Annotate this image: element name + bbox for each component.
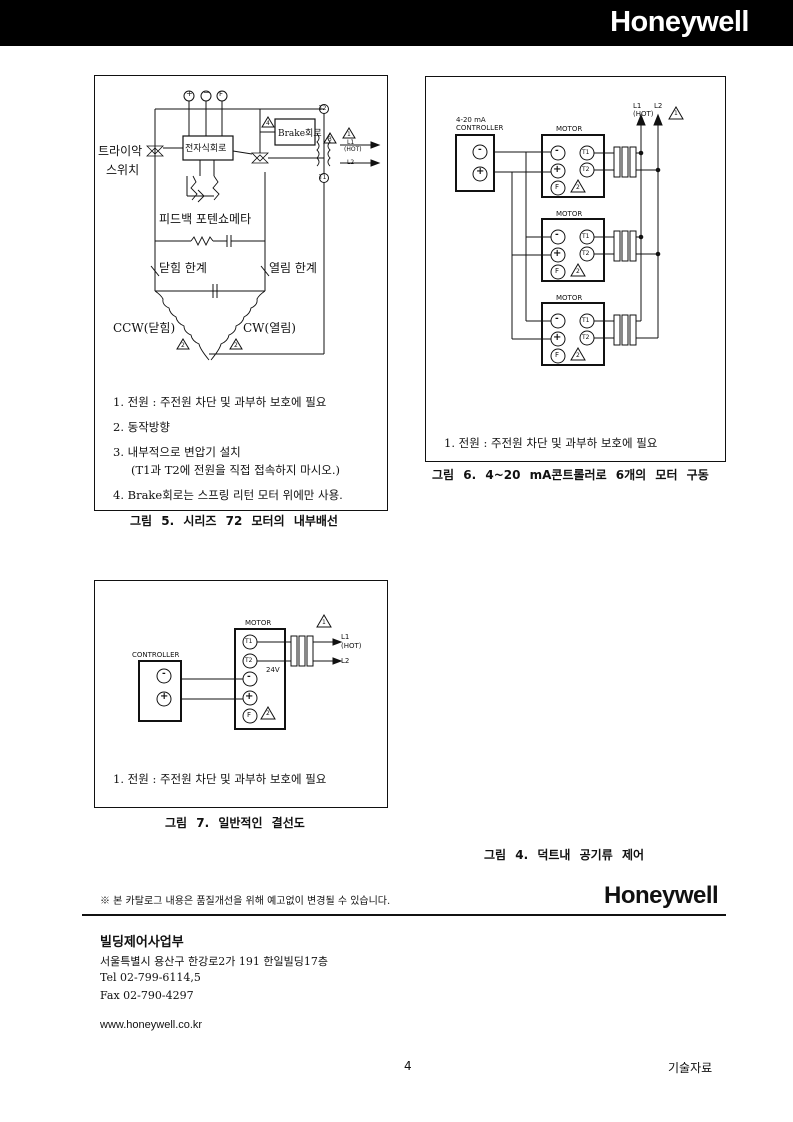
- top-banner: Honeywell: [0, 0, 793, 46]
- fig6-m1-t2: T2: [582, 166, 590, 173]
- warning-2-number-cw: 2: [234, 342, 238, 349]
- fax-line: Fax 02-790-4297: [100, 989, 194, 1002]
- fig6-m1-warn2: 2: [576, 184, 580, 191]
- fig6-controller-plus: +: [476, 166, 485, 177]
- fig6-m2-plus: +: [553, 248, 562, 259]
- fig6-m2-t2: T2: [582, 250, 590, 257]
- fig6-m2-minus: -: [555, 230, 559, 240]
- fig6-m3-t1: T1: [582, 317, 590, 324]
- fig7-t1: T1: [245, 638, 253, 645]
- fig6-m3-minus: -: [555, 314, 559, 324]
- fig5-t2-label: T2: [319, 105, 327, 112]
- ccw-label: CCW(닫힘): [113, 321, 176, 335]
- fig7-controller-minus: -: [162, 669, 166, 679]
- fig7-controller-label: CONTROLLER: [132, 651, 180, 659]
- fig5-l2-label: L2: [347, 159, 355, 166]
- triac-label-1: 트라이악: [98, 144, 143, 158]
- fig7-warn1: 1: [322, 619, 326, 626]
- brake-circuit-label: Brake회로: [278, 129, 322, 139]
- fig5-note-3: 3. 내부적으로 변압기 설치: [113, 445, 241, 459]
- fig7-f: F: [247, 711, 252, 719]
- fig6-motor1-label: MOTOR: [556, 125, 583, 133]
- address-line: 서울특별시 용산구 한강로2가 191 한일빌딩17층: [100, 955, 329, 968]
- figure-4-caption: 그림 4. 덕트내 공기류 제어: [484, 848, 645, 862]
- fig5-l1-label: L1: [347, 139, 355, 146]
- fig5-note-1: 1. 전원 : 주전원 차단 및 과부하 보호에 필요: [113, 395, 327, 409]
- fig7-24v: 24V: [266, 666, 280, 674]
- triac-label-2: 스위치: [106, 163, 140, 177]
- fig5-hot-label: (HOT): [344, 146, 362, 153]
- fig6-m3-plus: +: [553, 332, 562, 343]
- fig7-note: 1. 전원 : 주전원 차단 및 과부하 보호에 필요: [113, 772, 327, 786]
- fig7-t2: T2: [245, 657, 253, 664]
- fig5-t1-label: T1: [319, 174, 327, 181]
- fig7-warn2: 2: [266, 710, 270, 717]
- fig7-l1: L1: [341, 633, 350, 641]
- close-limit-label: 닫힘 한계: [159, 261, 207, 275]
- fig6-controller-line1: 4-20 mA: [456, 116, 486, 124]
- honeywell-logo-footer: Honeywell: [604, 882, 719, 909]
- warning-4-number: 4: [266, 120, 270, 127]
- fig6-note: 1. 전원 : 주전원 차단 및 과부하 보호에 필요: [444, 436, 658, 450]
- honeywell-logo-header: Honeywell: [610, 6, 749, 38]
- fig6-hot-label: (HOT): [633, 110, 654, 118]
- fig7-motor-minus: -: [247, 672, 251, 682]
- figure-6-box: 4-20 mA CONTROLLER - + MOTOR MOTOR MOTOR…: [425, 76, 726, 462]
- fig6-m2-warn2: 2: [576, 268, 580, 275]
- fig6-m2-f: F: [555, 267, 560, 275]
- figure-7-diagram: [138, 614, 343, 730]
- fig6-m1-plus: +: [553, 164, 562, 175]
- feedback-pot-label: 피드백 포텐쇼메타: [159, 212, 252, 226]
- fig5-note-4: 4. Brake회로는 스프링 리턴 모터 위에만 사용.: [113, 488, 343, 502]
- fig7-hot: (HOT): [341, 642, 362, 650]
- disclaimer-text: ※ 본 카탈로그 내용은 품질개선을 위해 예고없이 변경될 수 있습니다.: [100, 896, 391, 907]
- website-link[interactable]: www.honeywell.co.kr: [100, 1019, 203, 1031]
- fig7-l2: L2: [341, 657, 350, 665]
- fig6-m1-f: F: [555, 183, 560, 191]
- fig6-m3-warn2: 2: [576, 352, 580, 359]
- fig5-note-3-detail: (T1과 T2에 전원을 직접 접속하지 마시오.): [131, 463, 340, 477]
- division-name: 빌딩제어사업부: [100, 935, 184, 950]
- fig6-warn1: 1: [674, 110, 678, 117]
- warning-3-number: 3: [328, 136, 332, 143]
- fig6-m1-minus: -: [555, 146, 559, 156]
- fig6-motor3-label: MOTOR: [556, 294, 583, 302]
- footer-divider: [82, 914, 726, 916]
- figure-6-diagram: [455, 106, 684, 366]
- fig6-l2-label: L2: [654, 102, 663, 110]
- fig7-motor-label: MOTOR: [245, 619, 272, 627]
- fig6-controller-minus: -: [478, 145, 482, 155]
- figure-5-diagram: [146, 90, 381, 361]
- fig7-motor-plus: +: [245, 691, 254, 702]
- fig6-m1-t1: T1: [582, 149, 590, 156]
- page-number: 4: [404, 1059, 412, 1073]
- electronic-circuit-label: 전자식회로: [185, 144, 227, 154]
- figure-5-caption: 그림 5. 시리즈 72 모터의 내부배선: [130, 514, 338, 528]
- fig6-l1-label: L1: [633, 102, 642, 110]
- fig6-controller-line2: CONTROLLER: [456, 124, 504, 132]
- fig5-note-2: 2. 동작방향: [113, 420, 170, 434]
- warning-1-number: 1: [347, 131, 351, 138]
- fig7-controller-plus: +: [160, 691, 169, 702]
- figure-5-box: + − F 전자식회로 Brake회로 트라이악 스위치 T2 T1 L1 (H…: [94, 75, 388, 511]
- cw-label: CW(열림): [243, 321, 296, 335]
- figure-7-box: CONTROLLER - + MOTOR T1 T2 - + F 2 24V L…: [94, 580, 388, 808]
- figure-7-caption: 그림 7. 일반적인 결선도: [165, 816, 305, 830]
- tel-line: Tel 02-799-6114,5: [100, 971, 201, 984]
- fig6-motor2-label: MOTOR: [556, 210, 583, 218]
- open-limit-label: 열림 한계: [269, 261, 317, 275]
- fig5-minus-label: −: [203, 88, 210, 97]
- fig6-m2-t1: T1: [582, 233, 590, 240]
- fig6-m3-f: F: [555, 351, 560, 359]
- fig6-m3-t2: T2: [582, 334, 590, 341]
- document-type: 기술자료: [668, 1061, 713, 1075]
- fig5-f-label: F: [219, 90, 224, 98]
- warning-2-number-ccw: 2: [181, 342, 185, 349]
- fig5-plus-label: +: [186, 89, 193, 98]
- figure-6-caption: 그림 6. 4~20 mA콘트롤러로 6개의 모터 구동: [432, 468, 709, 482]
